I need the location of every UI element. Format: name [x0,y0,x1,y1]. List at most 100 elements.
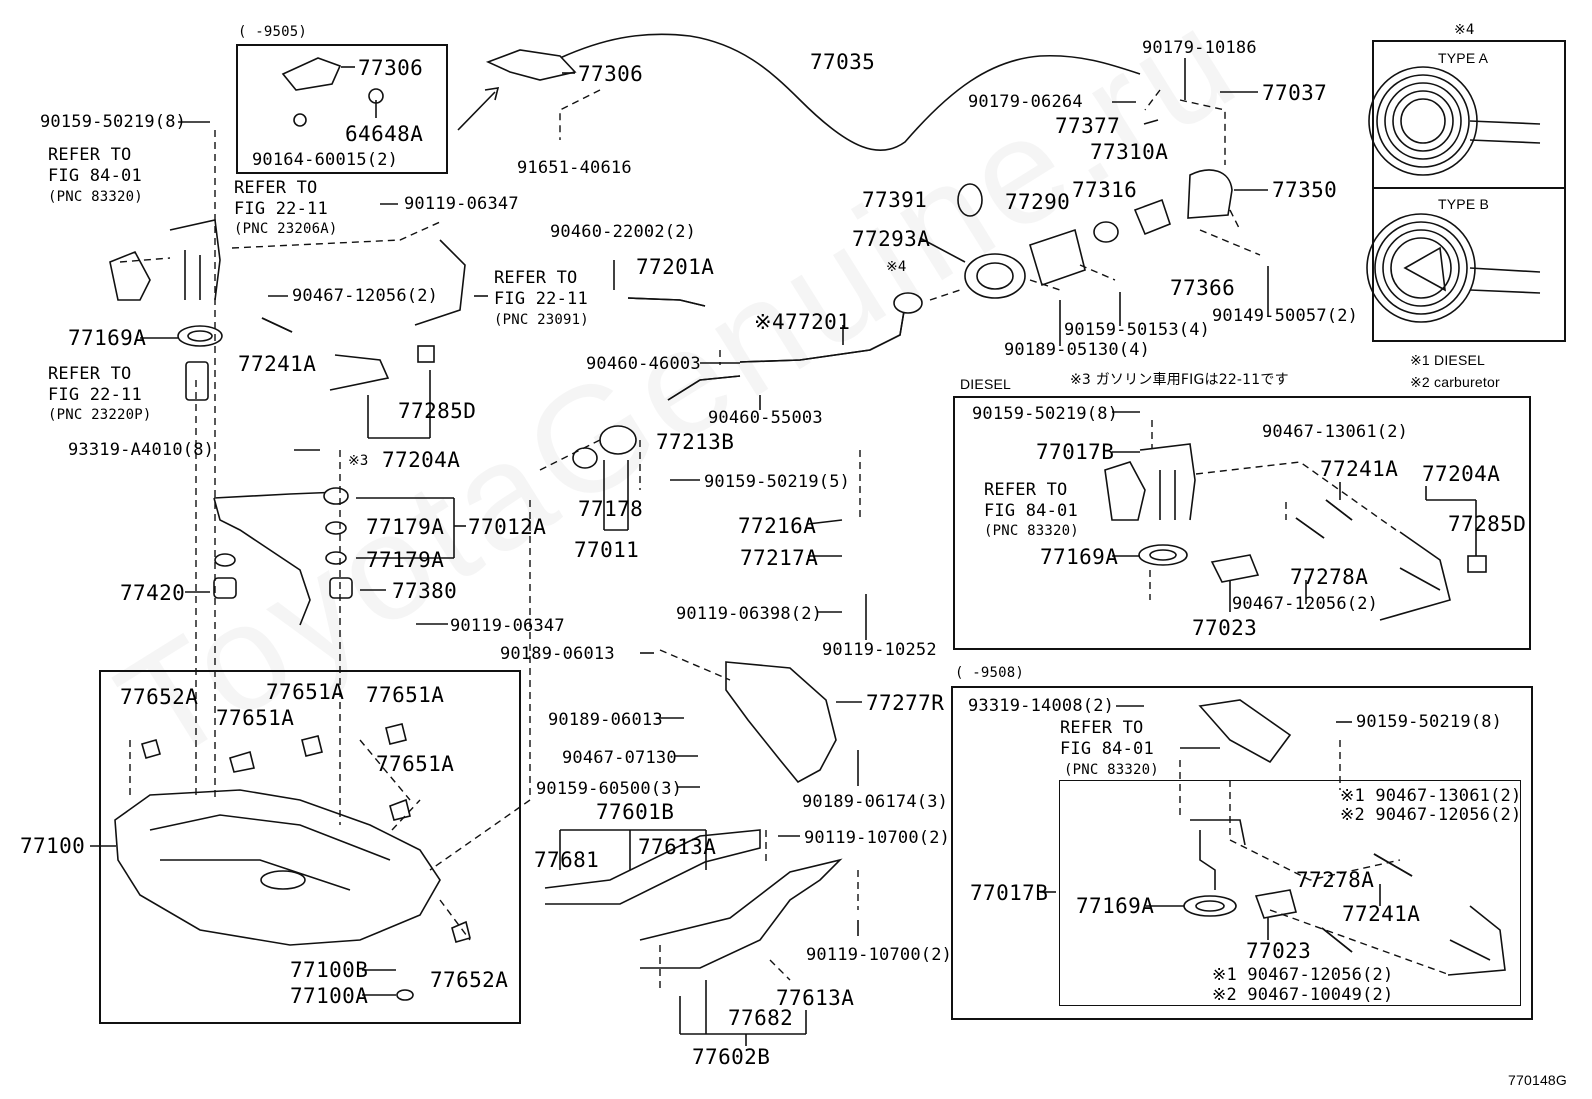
refer-fig-84-01-line2: FIG 84-01 [48,166,142,186]
box2-part-93319-14008: 93319-14008(2) [968,696,1115,716]
part-90119-06347-top: 90119-06347 [404,194,519,214]
part-77420: 77420 [120,581,186,605]
top-range-header: ( -9505) [238,24,308,40]
part-77201: ※477201 [754,310,851,334]
box2-note2-90467-12056: ※2 90467-12056(2) [1340,805,1522,825]
part-90119-10252: 90119-10252 [822,640,937,660]
part-77651a-1: 77651A [266,680,345,704]
part-93319-a4010: 93319-A4010(8) [68,440,215,460]
box2-refer-line2: FIG 84-01 [1060,739,1154,759]
inset-box-bottom-right [951,686,1533,1020]
inset-box-type-divider [1372,187,1566,189]
part-77037: 77037 [1262,81,1328,105]
inset-box-bottom-right-inner [1059,780,1521,1006]
part-90189-05130: 90189-05130(4) [1004,340,1151,360]
part-90467-12056: 90467-12056(2) [292,286,439,306]
inset-box-type-a-b [1372,40,1566,342]
part-77380: 77380 [392,579,458,603]
refer-fig-84-01-line3: (PNC 83320) [48,189,143,205]
part-77350: 77350 [1272,178,1338,202]
box2-note2-90467-10049: ※2 90467-10049(2) [1212,985,1394,1005]
part-77602b: 77602B [692,1045,771,1069]
refer-fig-22-11-b-line2: FIG 22-11 [494,289,588,309]
part-90159-50219-top: 90159-50219(8) [40,112,187,132]
part-77169a: 77169A [68,326,147,350]
refer-fig-22-11-c-line3: (PNC 23220P) [48,407,152,423]
part-77652a-right: 77652A [430,968,509,992]
part-77100b: 77100B [290,958,369,982]
mark-4-filler: ※4 [886,259,907,275]
part-90119-06398: 90119-06398(2) [676,604,823,624]
part-77601b: 77601B [596,800,675,824]
refer-fig-22-11-a-line2: FIG 22-11 [234,199,328,219]
part-90189-06174: 90189-06174(3) [802,792,949,812]
part-77100: 77100 [20,834,86,858]
refer-fig-22-11-c-line2: FIG 22-11 [48,385,142,405]
diesel-part-77285d: 77285D [1448,512,1527,536]
diesel-part-77023: 77023 [1192,616,1258,640]
diesel-refer-line3: (PNC 83320) [984,523,1079,539]
diesel-refer-line1: REFER TO [984,480,1068,500]
part-77310a: 77310A [1090,140,1169,164]
part-77377: 77377 [1055,114,1121,138]
part-77216a: 77216A [738,514,817,538]
refer-fig-22-11-b-line1: REFER TO [494,268,578,288]
part-90467-07130: 90467-07130 [562,748,677,768]
part-77613a-upper: 77613A [638,835,717,859]
part-90119-06347: 90119-06347 [450,616,565,636]
part-77285d: 77285D [398,399,477,423]
part-90189-06013-a: 90189-06013 [500,644,615,664]
part-77277r: 77277R [866,691,945,715]
part-77682: 77682 [728,1006,794,1030]
part-77035: 77035 [810,50,876,74]
part-77293a: 77293A [852,227,931,251]
part-90179-10186: 90179-10186 [1142,38,1257,58]
part-90460-55003: 90460-55003 [708,408,823,428]
refer-fig-22-11-b-line3: (PNC 23091) [494,312,589,328]
part-77179a-upper: 77179A [366,515,445,539]
note-gasoline-fig: ※3 ガソリン車用FIGは22-11です [1070,372,1289,388]
box2-part-77023: 77023 [1246,939,1312,963]
box2-refer-line1: REFER TO [1060,718,1144,738]
part-90460-22002: 90460-22002(2) [550,222,697,242]
diesel-box-header: DIESEL [960,376,1011,392]
part-77652a-left: 77652A [120,685,199,709]
type-b-header: TYPE B [1438,196,1489,212]
mark-3: ※3 [348,453,369,469]
part-77241a: 77241A [238,352,317,376]
diesel-part-90159-50219: 90159-50219(8) [972,404,1119,424]
part-90460-46003: 90460-46003 [586,354,701,374]
part-77366: 77366 [1170,276,1236,300]
part-90159-50153: 90159-50153(4) [1064,320,1211,340]
box2-part-90159-50219: 90159-50219(8) [1356,712,1503,732]
part-77011: 77011 [574,538,640,562]
part-77178: 77178 [578,497,644,521]
box2-part-77169a: 77169A [1076,894,1155,918]
diesel-part-90467-13061: 90467-13061(2) [1262,422,1409,442]
diesel-part-90467-12056: 90467-12056(2) [1232,594,1379,614]
diesel-part-77278a: 77278A [1290,565,1369,589]
part-77217a: 77217A [740,546,819,570]
inset-box-tank [99,670,521,1024]
part-90119-10700-b: 90119-10700(2) [806,945,953,965]
part-77681: 77681 [534,848,600,872]
inset-box-early-fuel-lid [236,44,448,174]
part-90159-50219-5: 90159-50219(5) [704,472,851,492]
part-77179a-lower: 77179A [366,548,445,572]
diesel-part-77241a: 77241A [1320,457,1399,481]
part-77201a: 77201A [636,255,715,279]
types-mark: ※4 [1454,22,1475,38]
part-77613a-lower: 77613A [776,986,855,1010]
part-90159-60500: 90159-60500(3) [536,779,683,799]
part-77213b: 77213B [656,430,735,454]
part-77100a: 77100A [290,984,369,1008]
inset-box-diesel [953,396,1531,650]
part-90164-60015: 90164-60015(2) [252,150,399,170]
diesel-part-77204a: 77204A [1422,462,1501,486]
box2-part-77017b: 77017B [970,881,1049,905]
type-b-ring-illustration [1366,213,1541,323]
diesel-part-77017b: 77017B [1036,440,1115,464]
part-77651a-3: 77651A [216,706,295,730]
part-77651a-4: 77651A [376,752,455,776]
